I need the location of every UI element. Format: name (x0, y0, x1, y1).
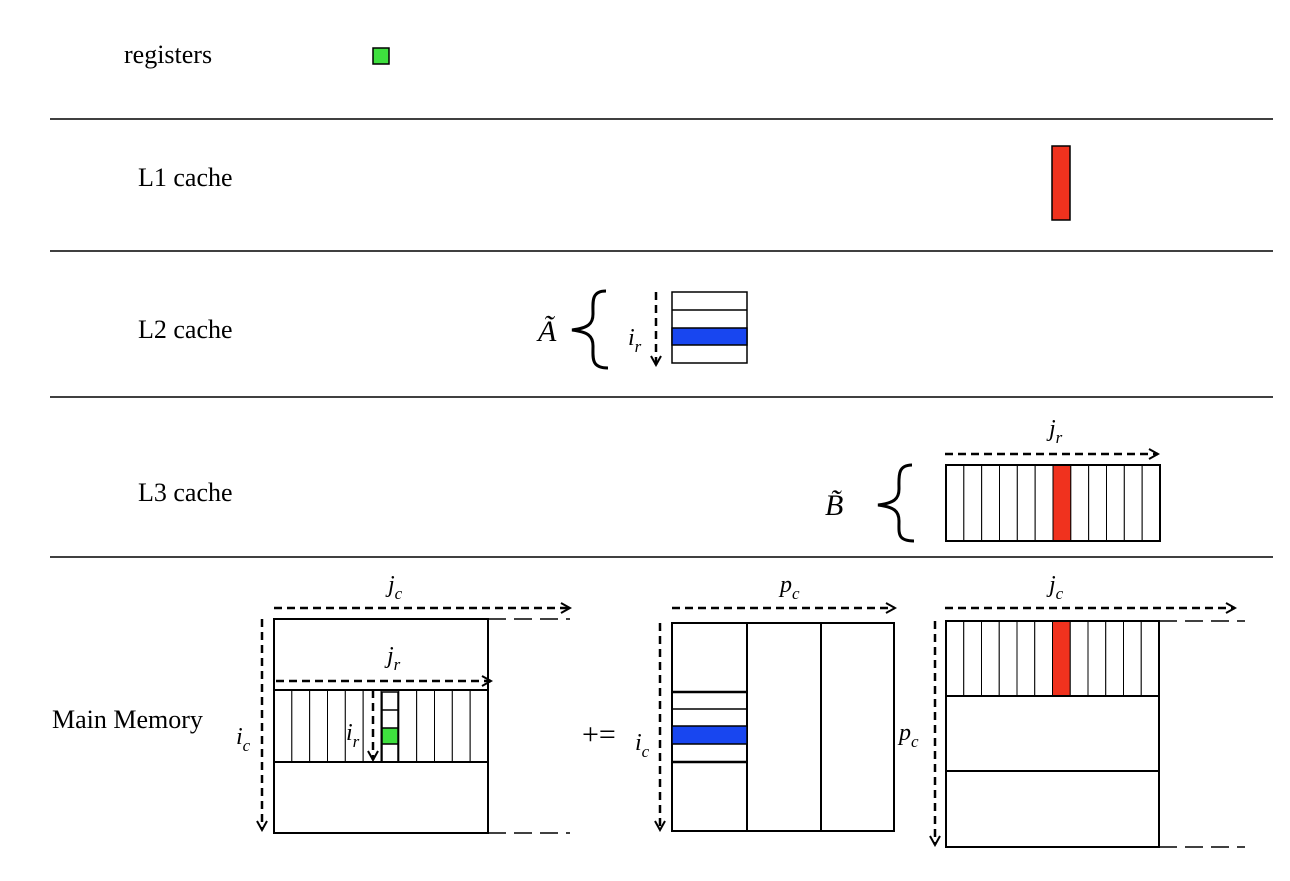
b-micro-panel-7 (1052, 620, 1071, 697)
l3-micro-panel-11 (1123, 464, 1143, 542)
l3-micro-panel-6 (1034, 464, 1054, 542)
c-micro-panel-8 (398, 689, 418, 763)
l2-highlight-row (671, 327, 748, 346)
b-micro-panel-8 (1069, 620, 1089, 697)
plus-equals-operator: += (582, 718, 616, 751)
b-micro-panel-11 (1123, 620, 1142, 697)
a-tilde-symbol: Ã (536, 315, 557, 348)
b-micro-panel-9 (1087, 620, 1107, 697)
b-micro-panel-2 (963, 620, 982, 697)
a-highlight-row (671, 725, 748, 745)
b-tilde-symbol: B̃ (825, 489, 843, 522)
l3-micro-panel-outline (945, 464, 1161, 542)
l3-micro-panel-grid (945, 464, 1161, 542)
matrix-a: pc ic (635, 572, 895, 832)
c-micro-panel-4 (327, 689, 346, 763)
b-micro-panel-4 (998, 620, 1018, 697)
b-micro-panel-6 (1034, 620, 1053, 697)
b-micro-panel-outline (945, 620, 1160, 697)
level-label-l3: L3 cache (138, 478, 233, 507)
a-ic-label: ic (635, 730, 650, 761)
c-ic-label: ic (236, 724, 251, 755)
b-micro-panel-3 (981, 620, 1000, 697)
l3-micro-panel-2 (963, 464, 983, 542)
level-label-l2: L2 cache (138, 315, 233, 344)
c-micro-panel-outline (273, 689, 489, 763)
b-micro-panel-5 (1016, 620, 1036, 697)
b-brace (877, 463, 915, 543)
a-pc-label: pc (778, 572, 800, 603)
c-micro-panel-9 (416, 689, 436, 763)
c-micro-panel-7 (380, 689, 400, 763)
l3-packed-b: jr B̃ (825, 416, 1161, 543)
c-micro-panel-grid (273, 689, 489, 763)
l3-micro-panel-8 (1070, 464, 1090, 542)
c-micro-panel-6 (362, 689, 382, 763)
c-micro-panel-1 (273, 689, 293, 763)
l3-micro-panel-4 (999, 464, 1018, 542)
l3-micro-panel-3 (981, 464, 1000, 542)
c-micro-panel-12 (469, 689, 489, 763)
c-jc-label: jc (385, 572, 403, 603)
c-ir-label: ir (346, 720, 360, 751)
c-micro-panel-3 (309, 689, 329, 763)
c-micro-panel-2 (291, 689, 311, 763)
c-register-tile (381, 727, 399, 745)
l3-jr-label: jr (1046, 416, 1063, 447)
matrix-c: jc jr ic ir (236, 572, 570, 834)
b-jc-label: jc (1046, 572, 1064, 603)
l3-micro-panel-9 (1088, 464, 1108, 542)
b-micro-panel-12 (1140, 620, 1160, 697)
c-micro-panel-10 (434, 689, 453, 763)
l3-micro-panel-5 (1016, 464, 1036, 542)
l3-micro-panel-1 (945, 464, 965, 542)
l3-micro-panel-10 (1106, 464, 1125, 542)
l3-micro-panel-12 (1141, 464, 1161, 542)
l2-packed-a: Ã ir (536, 289, 748, 370)
b-micro-panel-grid (945, 620, 1160, 697)
level-separators (50, 118, 1273, 558)
b-pc-label: pc (897, 720, 919, 751)
c-jr-label: jr (384, 643, 401, 674)
c-micro-tile-column (381, 691, 399, 763)
level-label-main-memory: Main Memory (52, 705, 203, 734)
level-label-l1: L1 cache (138, 163, 233, 192)
l1-micro-panel (1051, 145, 1071, 221)
matrix-b: jc pc (897, 572, 1245, 848)
l2-ir-label: ir (628, 325, 642, 356)
b-micro-panel-10 (1105, 620, 1124, 697)
b-micro-panel-1 (945, 620, 965, 697)
l3-micro-panel-7 (1052, 464, 1072, 542)
register-block (372, 47, 390, 65)
c-micro-panel-11 (451, 689, 471, 763)
a-brace (571, 289, 609, 370)
level-label-registers: registers (124, 40, 212, 69)
